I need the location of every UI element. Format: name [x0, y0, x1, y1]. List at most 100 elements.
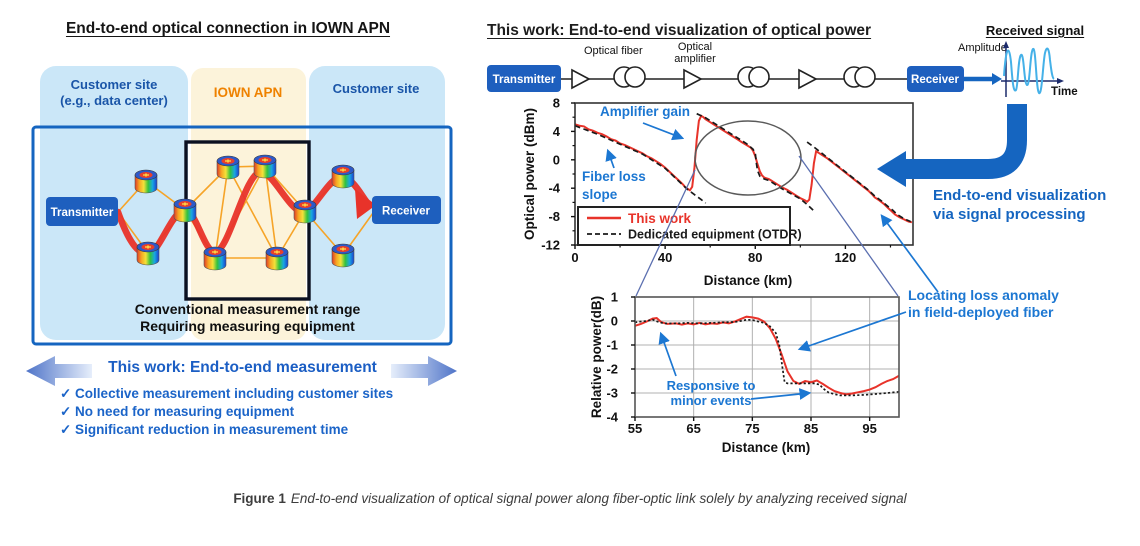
signal-path-arrowhead	[355, 189, 376, 219]
left-panel-title: End-to-end optical connection in IOWN AP…	[65, 20, 391, 37]
series-1	[806, 141, 912, 223]
amplifier-icon	[798, 68, 818, 90]
x-tick-label: 85	[804, 421, 818, 436]
iown-apn-label: IOWN APN	[214, 85, 283, 100]
series-1	[696, 112, 815, 212]
axis-ticks: 55 65 75 85 95 1 0 -1 -2 -3 -4	[606, 290, 876, 437]
network-node-icon	[331, 243, 355, 268]
responsive-annotation: Responsive to minor events	[666, 378, 756, 408]
series-1	[634, 318, 900, 397]
processing-arrow	[906, 104, 1027, 179]
end-to-end-frame	[31, 125, 453, 346]
network-node-icon	[331, 164, 355, 189]
amplitude-axis-label: Amplitude	[958, 42, 1007, 54]
x-tick-label: 0	[571, 250, 578, 265]
visualization-annotation: End-to-end visualization via signal proc…	[933, 187, 1107, 223]
inset-chart: 55 65 75 85 95 1 0 -1 -2 -3 -4	[606, 290, 900, 437]
chart-overlay: Optical power (dBm) Distance (km) Relati…	[522, 104, 1027, 455]
svg-text:Transmitter: Transmitter	[493, 74, 556, 86]
receiver-box-left: Receiver	[372, 196, 441, 224]
y-tick-label: -4	[606, 410, 618, 425]
network-node-icon	[203, 246, 227, 271]
y-tick-label: 8	[553, 96, 560, 111]
x-tick-label: 80	[748, 250, 762, 265]
processing-arrowhead	[877, 151, 906, 187]
y-tick-label: 0	[611, 314, 618, 329]
receiver-output-arrowhead	[992, 73, 1002, 85]
time-axis-label: Time	[1051, 86, 1078, 98]
main-xlabel: Distance (km)	[704, 273, 793, 288]
span-arrow-left-icon	[26, 356, 92, 386]
network-node-icon	[134, 169, 158, 194]
this-work-measurement-label: This work: End-to-end measurement	[108, 359, 377, 376]
amplitude-axis-arrowhead	[1003, 41, 1009, 48]
inset-ylabel: Relative power(dB)	[589, 296, 604, 418]
checklist-item: ✓ Collective measurement including custo…	[60, 386, 394, 401]
checklist-item: ✓ No need for measuring equipment	[60, 404, 295, 419]
checklist-item: ✓ Significant reduction in measurement t…	[60, 422, 349, 437]
x-tick-label: 120	[835, 250, 857, 265]
y-tick-label: -3	[606, 386, 618, 401]
conventional-range-caption: Conventional measurement range Requiring…	[134, 301, 361, 334]
amplifier-icon	[683, 68, 703, 90]
x-tick-label: 40	[658, 250, 672, 265]
amplifier-gain-annotation: Amplifier gain	[600, 104, 690, 119]
time-axis-arrowhead	[1057, 78, 1064, 84]
right-panel-title: This work: End-to-end visualization of o…	[487, 22, 872, 39]
x-tick-label: 95	[862, 421, 876, 436]
legend: This work Dedicated equipment (OTDR)	[577, 206, 802, 246]
legend-this-work: This work	[628, 211, 692, 226]
fiber-link-schematic: Transmitter Receiver	[487, 41, 1064, 97]
receiver-box-right: Receiver	[907, 66, 964, 92]
fiber-loss-annotation-2: slope	[582, 187, 618, 202]
fiber-loss-annotation: Fiber loss	[582, 169, 646, 184]
network-node-icon	[253, 154, 277, 179]
svg-text:Receiver: Receiver	[911, 74, 959, 86]
network-node-icon	[265, 246, 289, 271]
series-1	[574, 124, 707, 204]
annotation-arrows	[605, 122, 939, 400]
zoom-connector-right	[798, 155, 899, 297]
received-signal-title: Received signal	[985, 23, 1085, 38]
y-tick-label: 1	[611, 290, 618, 305]
span-arrow-right-icon	[391, 356, 457, 386]
inset-xlabel: Distance (km)	[722, 440, 811, 455]
y-tick-label: -8	[548, 209, 560, 224]
amplifier-icon	[571, 68, 591, 90]
y-tick-label: -12	[541, 238, 560, 253]
benefits-checklist: ✓ Collective measurement including custo…	[60, 385, 470, 439]
network-node-icon	[173, 198, 197, 223]
customer-site-left-label: Customer site	[71, 77, 158, 92]
plot-frame	[634, 296, 900, 418]
y-tick-label: -2	[606, 362, 618, 377]
caption-text: End-to-end visualization of optical sign…	[290, 491, 907, 506]
network-node-icon	[216, 155, 240, 180]
customer-site-left-sublabel: (e.g., data center)	[60, 93, 168, 108]
optical-fiber-label: Optical fiber	[584, 45, 643, 57]
network-node-icon	[293, 199, 317, 224]
y-tick-label: 4	[553, 124, 561, 139]
x-tick-label: 65	[686, 421, 700, 436]
fiber-coil-icon	[613, 66, 876, 88]
x-tick-label: 55	[628, 421, 642, 436]
left-diagram: Customer site (e.g., data center) IOWN A…	[26, 66, 457, 386]
main-ylabel: Optical power (dBm)	[522, 108, 537, 240]
transmitter-box-right: Transmitter	[487, 65, 561, 92]
network-node-icon	[136, 241, 160, 266]
optical-amplifier-label: Optical amplifier	[674, 41, 716, 65]
zoom-connector-left	[635, 169, 696, 297]
received-waveform	[1003, 47, 1055, 95]
figure-caption: Figure 1 End-to-end visualization of opti…	[0, 491, 1140, 506]
y-tick-label: -1	[606, 338, 618, 353]
locating-annotation: Locating loss anomaly in field-deployed …	[908, 287, 1059, 320]
y-tick-label: -4	[548, 181, 560, 196]
x-tick-label: 75	[745, 421, 759, 436]
transmitter-box-left: Transmitter	[46, 197, 118, 226]
y-tick-label: 0	[553, 152, 560, 167]
caption-prefix: Figure 1	[233, 491, 286, 506]
zoom-region-ellipse	[694, 120, 802, 196]
